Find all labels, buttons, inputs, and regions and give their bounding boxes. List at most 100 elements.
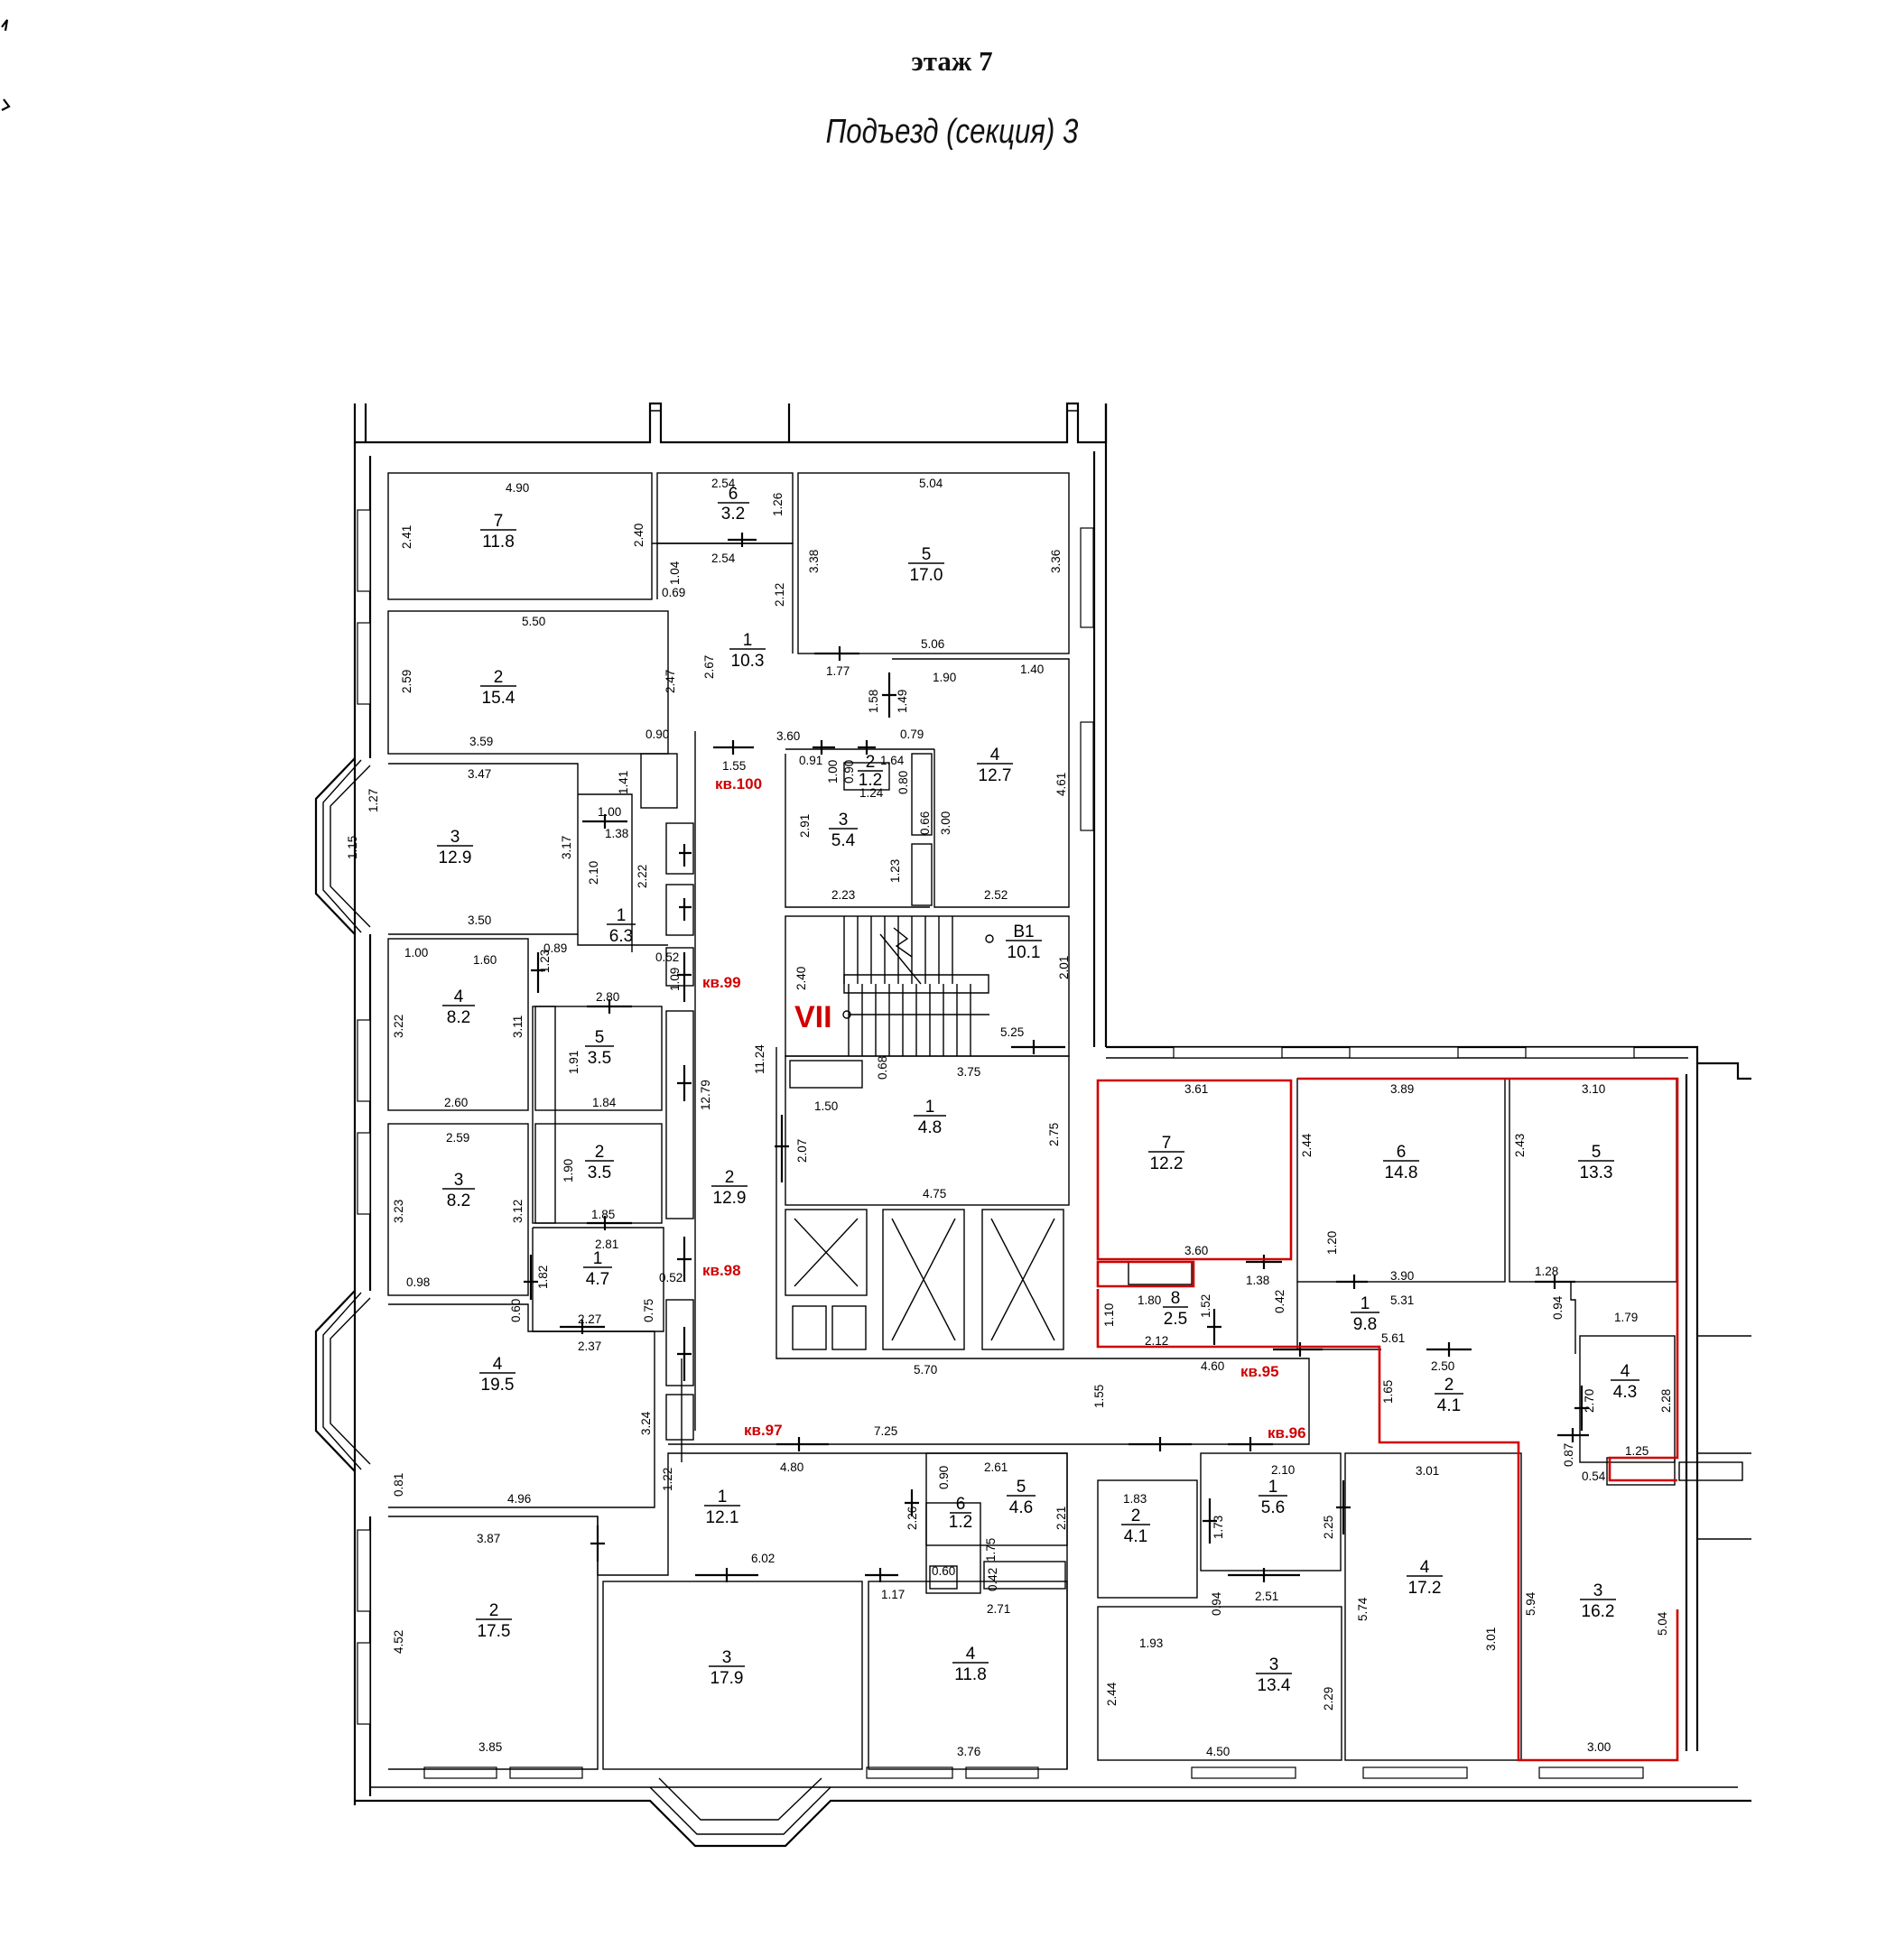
room-number: 2 [866, 753, 876, 772]
dimension-label: 2.70 [1583, 1389, 1596, 1413]
dimension-label: 3.17 [560, 836, 573, 859]
room-label: 35.4 [829, 811, 858, 850]
dimension-label: 2.40 [632, 524, 646, 547]
dimension-label: 3.00 [1587, 1740, 1611, 1754]
dimension-label: 2.59 [400, 670, 413, 693]
room-label: 411.8 [952, 1645, 989, 1684]
stair-label: VII [794, 1000, 832, 1034]
interior-walls [387, 472, 1743, 1770]
dimension-label: 1.80 [1138, 1293, 1161, 1307]
room-labels: 711.8 63.2 517.0 110.3 215.4 412.7 21.2 … [437, 485, 1639, 1695]
dimension-label: 1.24 [859, 786, 884, 800]
room-number: 2 [489, 1601, 499, 1620]
dimension-label: 3.12 [511, 1200, 525, 1223]
dimension-label: 2.25 [1322, 1516, 1335, 1539]
room-label: 14.7 [583, 1249, 612, 1289]
dimension-label: 0.81 [392, 1473, 405, 1497]
dimension-label: 2.40 [794, 967, 808, 990]
room-label: 63.2 [718, 485, 749, 524]
dimension-label: 1.55 [722, 759, 746, 773]
dimension-label: 2.91 [798, 814, 812, 838]
dimension-label: 1.58 [867, 690, 880, 713]
room-area: 17.9 [711, 1669, 744, 1688]
room-area: 4.6 [1009, 1498, 1033, 1517]
dimension-label: 2.71 [987, 1602, 1010, 1616]
dimension-label: 12.79 [699, 1080, 712, 1110]
dimension-label: 3.10 [1582, 1082, 1605, 1096]
dimension-label: 2.67 [702, 655, 716, 679]
room-area: 2.5 [1164, 1310, 1187, 1329]
room-number: 2 [1444, 1376, 1454, 1395]
dimension-label: 4.60 [1201, 1359, 1224, 1373]
apt-label-96: кв.96 [1268, 1424, 1306, 1442]
room-label: 712.2 [1148, 1134, 1184, 1173]
dimension-label: 2.21 [1054, 1507, 1068, 1530]
room-number: В1 [1013, 923, 1034, 941]
dimension-label: 4.50 [1206, 1745, 1230, 1758]
dimension-label: 2.54 [711, 477, 736, 490]
dimension-label: 3.60 [1184, 1244, 1208, 1257]
room-number: 4 [1420, 1558, 1430, 1577]
room-label: 212.9 [711, 1168, 748, 1208]
dimension-label: 4.80 [780, 1460, 803, 1474]
room-number: 3 [1593, 1581, 1603, 1600]
dimension-label: 1.17 [881, 1588, 905, 1601]
windows [357, 509, 1644, 1779]
room-label: 312.9 [437, 828, 473, 867]
room-number: 7 [1162, 1134, 1172, 1153]
room-label: 53.5 [585, 1028, 614, 1068]
dimension-label: 1.64 [880, 754, 905, 767]
apartment-labels: кв.100 кв.99 кв.98 кв.97 кв.96 кв.95 VII [702, 775, 1306, 1442]
dimension-label: 4.75 [923, 1187, 946, 1201]
dimension-label: 5.70 [914, 1363, 937, 1377]
dimension-label: 2.28 [1659, 1389, 1673, 1413]
dimension-label: 3.24 [639, 1411, 653, 1435]
room-label: 44.3 [1611, 1362, 1639, 1402]
room-area: 4.1 [1124, 1527, 1147, 1546]
dimension-label: 0.79 [900, 728, 924, 741]
dimension-label: 3.01 [1484, 1627, 1498, 1651]
dimension-label: 1.83 [1123, 1492, 1147, 1506]
dimension-label: 0.80 [896, 771, 910, 794]
room-area: 13.4 [1258, 1676, 1291, 1695]
dimension-label: 1.79 [1614, 1311, 1638, 1324]
dimension-label: 0.68 [876, 1056, 889, 1080]
dimension-label: 1.52 [1199, 1294, 1212, 1318]
dimension-label: 0.90 [937, 1466, 951, 1489]
room-area: 5.6 [1261, 1498, 1285, 1517]
dimension-label: 2.50 [1431, 1359, 1454, 1373]
dimension-label: 5.50 [522, 615, 545, 628]
room-label: 112.1 [704, 1488, 740, 1527]
apt-label-95: кв.95 [1240, 1363, 1279, 1380]
room-label: 215.4 [480, 668, 516, 708]
room-number: 5 [922, 545, 932, 564]
room-number: 5 [1017, 1478, 1026, 1497]
dimension-label: 3.75 [957, 1065, 980, 1079]
room-label: 48.2 [442, 987, 475, 1027]
room-number: 6 [729, 485, 738, 504]
room-area: 16.2 [1582, 1602, 1615, 1621]
dimension-label: 0.66 [918, 811, 932, 835]
room-number: 3 [454, 1171, 464, 1190]
room-area: 17.0 [910, 566, 943, 585]
room-number: 2 [595, 1143, 605, 1162]
room-area: 6.3 [609, 927, 633, 946]
room-number: 1 [617, 906, 627, 925]
dimension-label: 2.44 [1105, 1682, 1119, 1706]
dimension-label: 0.91 [799, 754, 822, 767]
dimension-label: 2.81 [595, 1238, 618, 1251]
dimension-label: 0.87 [1562, 1443, 1575, 1467]
dimension-label: 4.52 [392, 1630, 405, 1654]
dimension-label: 1.00 [826, 760, 840, 783]
dimension-label: 3.23 [392, 1200, 405, 1223]
room-number: 1 [718, 1488, 728, 1507]
dimension-label: 1.23 [888, 859, 902, 883]
dimension-label: 1.09 [668, 968, 682, 991]
room-area: 5.4 [831, 831, 856, 850]
dimension-label: 1.93 [1139, 1636, 1163, 1650]
room-number: 4 [990, 746, 1000, 765]
room-number: 1 [925, 1098, 935, 1117]
dimension-label: 5.94 [1524, 1591, 1537, 1616]
room-area: 12.7 [979, 766, 1012, 785]
dimension-label: 3.76 [957, 1745, 980, 1758]
